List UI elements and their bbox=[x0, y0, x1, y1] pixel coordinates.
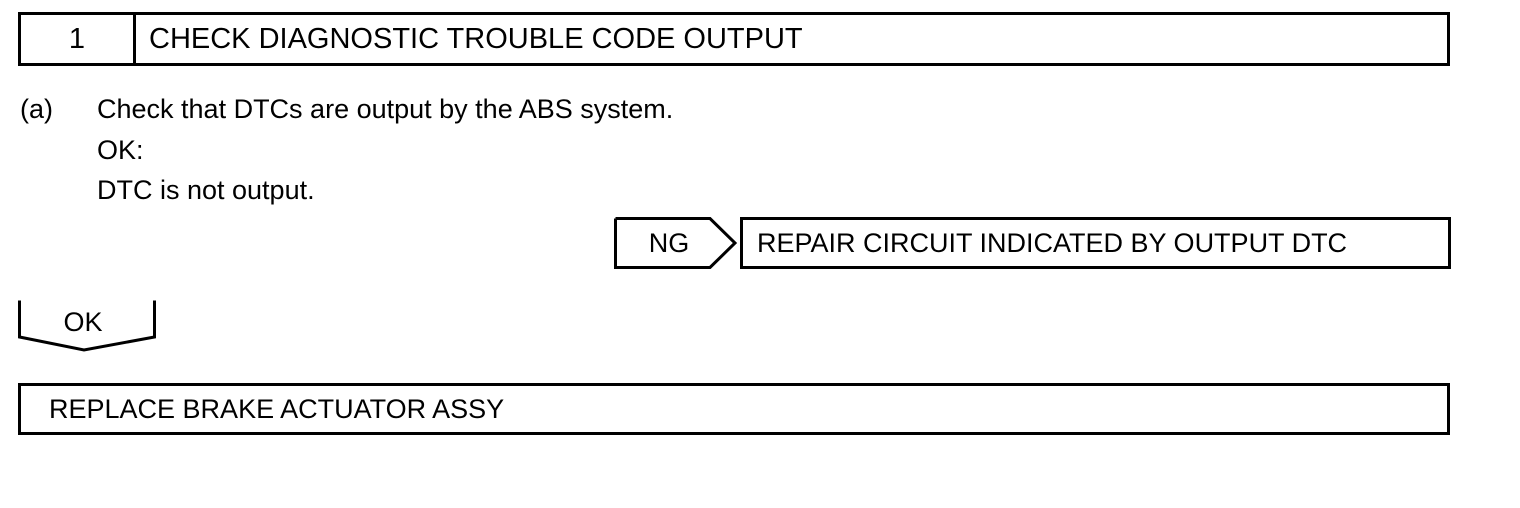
ng-label: NG bbox=[648, 227, 690, 258]
ok-label: OK bbox=[63, 306, 103, 337]
instruction-text: Check that DTCs are output by the ABS sy… bbox=[97, 94, 674, 124]
ng-arrow-icon bbox=[614, 217, 738, 269]
ng-action-box: REPAIR CIRCUIT INDICATED BY OUTPUT DTC bbox=[740, 217, 1451, 269]
ok-criteria-label: OK: bbox=[97, 135, 144, 165]
ok-action-box: REPLACE BRAKE ACTUATOR ASSY bbox=[18, 383, 1450, 435]
ok-criteria-condition: DTC is not output. bbox=[97, 175, 315, 205]
ok-arrow-icon bbox=[18, 300, 156, 352]
step-number: 1 bbox=[21, 15, 136, 63]
step-header: 1 CHECK DIAGNOSTIC TROUBLE CODE OUTPUT bbox=[18, 12, 1450, 66]
step-title: CHECK DIAGNOSTIC TROUBLE CODE OUTPUT bbox=[149, 22, 803, 55]
instruction-marker: (a) bbox=[20, 94, 53, 124]
